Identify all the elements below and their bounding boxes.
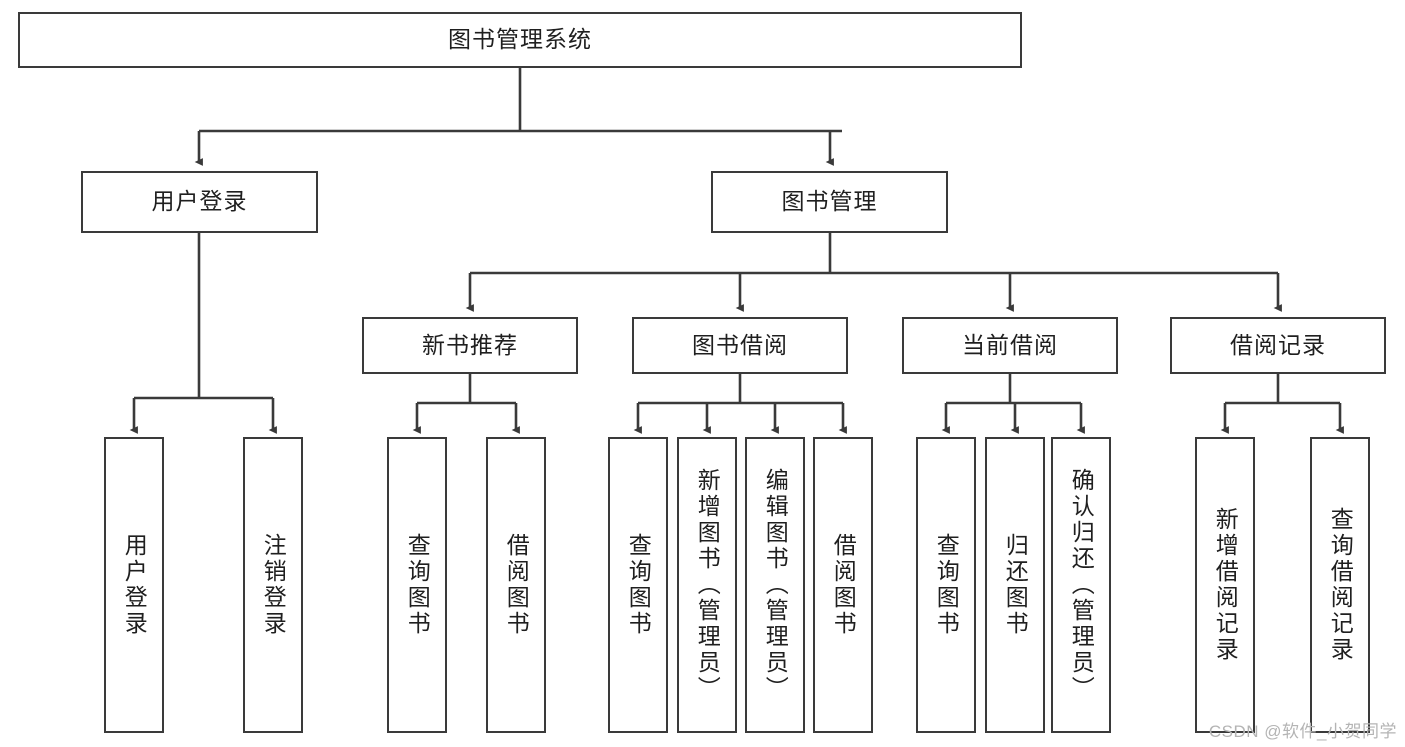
node-leaf-query-book-borrow[interactable]: 查询图书: [608, 437, 668, 733]
node-new-book-recommend[interactable]: 新书推荐: [362, 317, 578, 374]
node-new-book-recommend-label: 新书推荐: [422, 331, 518, 358]
node-leaf-add-borrow-record[interactable]: 新增借阅记录: [1195, 437, 1255, 733]
node-current-borrow[interactable]: 当前借阅: [902, 317, 1118, 374]
node-leaf-label: 确认归还（管理员）: [1068, 468, 1095, 702]
node-leaf-label: 查询图书: [404, 533, 431, 637]
node-leaf-label: 新增借阅记录: [1212, 507, 1239, 663]
node-leaf-query-book-current[interactable]: 查询图书: [916, 437, 976, 733]
node-book-borrow-label: 图书借阅: [692, 331, 788, 358]
node-leaf-label: 查询图书: [933, 533, 960, 637]
node-root-label: 图书管理系统: [448, 26, 592, 53]
node-leaf-borrow-book-recommend[interactable]: 借阅图书: [486, 437, 546, 733]
node-leaf-confirm-return[interactable]: 确认归还（管理员）: [1051, 437, 1111, 733]
node-leaf-return-book[interactable]: 归还图书: [985, 437, 1045, 733]
node-leaf-label: 编辑图书（管理员）: [762, 468, 789, 702]
node-book-management-label: 图书管理: [781, 188, 878, 215]
node-borrow-records-label: 借阅记录: [1230, 331, 1326, 358]
watermark-text: CSDN @软件_小贺同学: [1208, 722, 1397, 741]
node-book-borrow[interactable]: 图书借阅: [632, 317, 848, 374]
node-book-management[interactable]: 图书管理: [711, 171, 948, 233]
node-leaf-user-login[interactable]: 用户登录: [104, 437, 164, 733]
node-leaf-label: 借阅图书: [503, 533, 530, 637]
node-leaf-label: 用户登录: [121, 533, 148, 637]
node-leaf-query-book-recommend[interactable]: 查询图书: [387, 437, 447, 733]
node-leaf-add-book[interactable]: 新增图书（管理员）: [677, 437, 737, 733]
node-leaf-label: 归还图书: [1002, 533, 1029, 637]
node-leaf-label: 借阅图书: [830, 533, 857, 637]
node-leaf-label: 查询图书: [625, 533, 652, 637]
node-leaf-edit-book[interactable]: 编辑图书（管理员）: [745, 437, 805, 733]
node-leaf-label: 注销登录: [260, 533, 287, 637]
node-user-login-label: 用户登录: [151, 188, 248, 215]
node-leaf-label: 查询借阅记录: [1327, 507, 1354, 663]
node-leaf-user-logout[interactable]: 注销登录: [243, 437, 303, 733]
node-borrow-records[interactable]: 借阅记录: [1170, 317, 1386, 374]
node-leaf-label: 新增图书（管理员）: [694, 468, 721, 702]
node-leaf-borrow-book[interactable]: 借阅图书: [813, 437, 873, 733]
node-leaf-query-borrow-record[interactable]: 查询借阅记录: [1310, 437, 1370, 733]
node-current-borrow-label: 当前借阅: [962, 331, 1058, 358]
node-root[interactable]: 图书管理系统: [18, 12, 1022, 68]
node-user-login[interactable]: 用户登录: [81, 171, 318, 233]
